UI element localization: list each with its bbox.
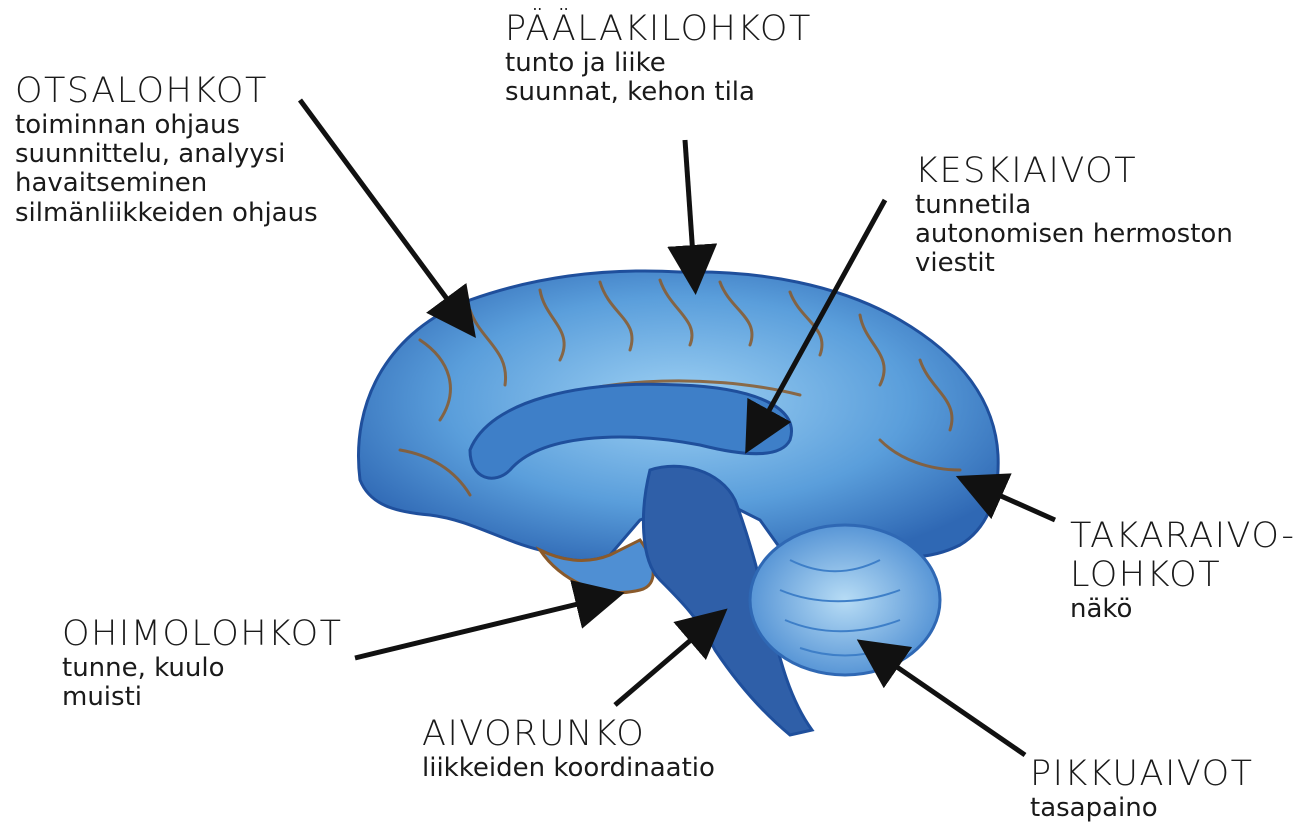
label-occipital: TAKARAIVO- LOHKOT näkö	[1070, 517, 1296, 624]
cerebellum-title: PIKKUAIVOT	[1030, 755, 1254, 794]
cerebellum	[750, 525, 940, 675]
temporal-line: muisti	[62, 683, 343, 712]
cerebellum-line: tasapaino	[1030, 794, 1254, 823]
occipital-title-2: LOHKOT	[1070, 556, 1296, 595]
arrow-cerebellum	[865, 645, 1025, 755]
midbrain-line: autonomisen hermoston	[915, 220, 1233, 249]
label-midbrain: KESKIAIVOT tunnetila autonomisen hermost…	[915, 152, 1233, 279]
temporal-title: OHIMOLOHKOT	[62, 615, 343, 654]
arrow-brainstem	[615, 615, 720, 705]
midbrain-line: viestit	[915, 249, 1233, 278]
midbrain-title: KESKIAIVOT	[915, 152, 1233, 191]
midbrain-line: tunnetila	[915, 191, 1233, 220]
frontal-title: OTSALOHKOT	[15, 72, 318, 111]
label-parietal: PÄÄLAKILOHKOT tunto ja liike suunnat, ke…	[505, 10, 812, 107]
parietal-line: suunnat, kehon tila	[505, 78, 812, 107]
frontal-line: suunnittelu, analyysi	[15, 140, 318, 169]
label-temporal: OHIMOLOHKOT tunne, kuulo muisti	[62, 615, 343, 712]
label-frontal: OTSALOHKOT toiminnan ohjaus suunnittelu,…	[15, 72, 318, 228]
frontal-line: silmänliikkeiden ohjaus	[15, 199, 318, 228]
occipital-line: näkö	[1070, 595, 1296, 624]
temporal-line: tunne, kuulo	[62, 654, 343, 683]
arrow-parietal	[685, 140, 695, 285]
frontal-line: havaitseminen	[15, 169, 318, 198]
occipital-title-1: TAKARAIVO-	[1070, 517, 1296, 556]
brainstem-line: liikkeiden koordinaatio	[422, 754, 715, 783]
frontal-line: toiminnan ohjaus	[15, 111, 318, 140]
arrow-frontal	[300, 100, 470, 330]
label-brainstem: AIVORUNKO liikkeiden koordinaatio	[422, 715, 715, 783]
brainstem-title: AIVORUNKO	[422, 715, 715, 754]
parietal-line: tunto ja liike	[505, 49, 812, 78]
arrow-temporal	[355, 595, 615, 658]
parietal-title: PÄÄLAKILOHKOT	[505, 10, 812, 49]
label-cerebellum: PIKKUAIVOT tasapaino	[1030, 755, 1254, 823]
